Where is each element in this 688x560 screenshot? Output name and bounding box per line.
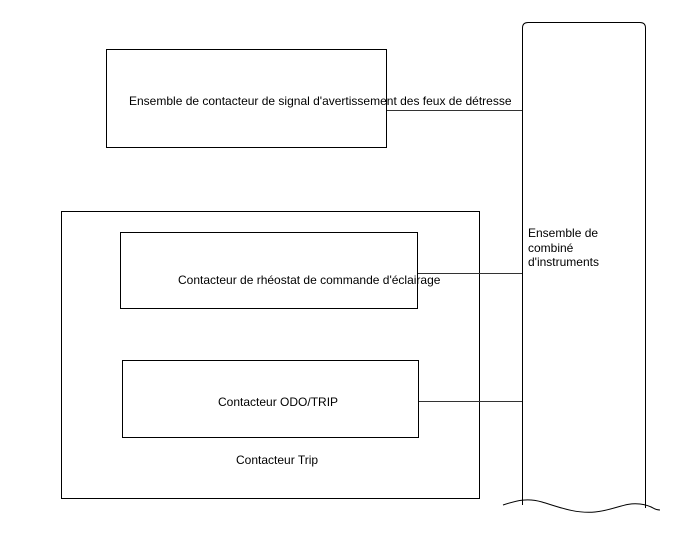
instrument-cluster-label: Ensemble de combiné d'instruments: [528, 226, 599, 269]
instrument-cluster-box: [502, 22, 661, 513]
trip-switch-group-box: [61, 211, 480, 499]
odo-trip-switch-box: [122, 360, 419, 438]
odo-trip-switch-label: Contacteur ODO/TRIP: [218, 395, 339, 409]
rheostat-switch-box: [120, 232, 418, 309]
hazard-switch-label: Ensemble de contacteur de signal d'avert…: [129, 94, 512, 108]
rheostat-switch-label: Contacteur de rhéostat de commande d'écl…: [178, 273, 441, 287]
trip-group-label: Contacteur Trip: [236, 453, 319, 467]
hazard-switch-box: [106, 49, 387, 148]
